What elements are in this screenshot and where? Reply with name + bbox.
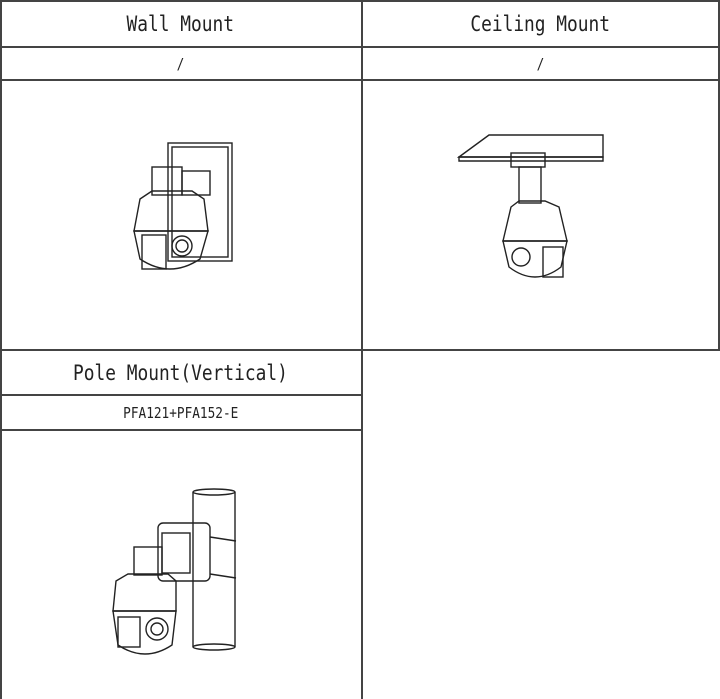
pole-mount-accessory-cell: PFA121+PFA152-E [0,396,361,429]
pole-mount-drawing-icon [112,488,237,655]
divider [0,79,720,81]
ceiling-mount-accessory: / [536,54,545,73]
divider [718,0,720,350]
pole-mount-image-cell [0,431,361,699]
wall-mount-drawing-icon [133,142,233,270]
pole-mount-title: Pole Mount(Vertical) [73,360,288,385]
wall-mount-accessory-cell: / [0,48,361,79]
pole-mount-title-cell: Pole Mount(Vertical) [0,351,361,394]
pole-mount-accessory: PFA121+PFA152-E [122,403,239,422]
ceiling-mount-title-cell: Ceiling Mount [363,2,718,46]
divider [0,46,720,48]
divider [0,0,2,699]
wall-mount-title-cell: Wall Mount [0,2,361,46]
divider [0,0,720,2]
ceiling-mount-accessory-cell: / [363,48,718,79]
ceiling-mount-drawing-icon [456,134,604,278]
wall-mount-accessory: / [176,54,185,73]
wall-mount-title: Wall Mount [126,12,235,36]
ceiling-mount-image-cell [363,81,718,349]
divider [0,394,362,396]
divider [0,349,720,351]
divider [361,0,363,699]
ceiling-mount-title: Ceiling Mount [470,12,611,36]
divider [0,429,362,431]
wall-mount-image-cell [0,81,361,349]
